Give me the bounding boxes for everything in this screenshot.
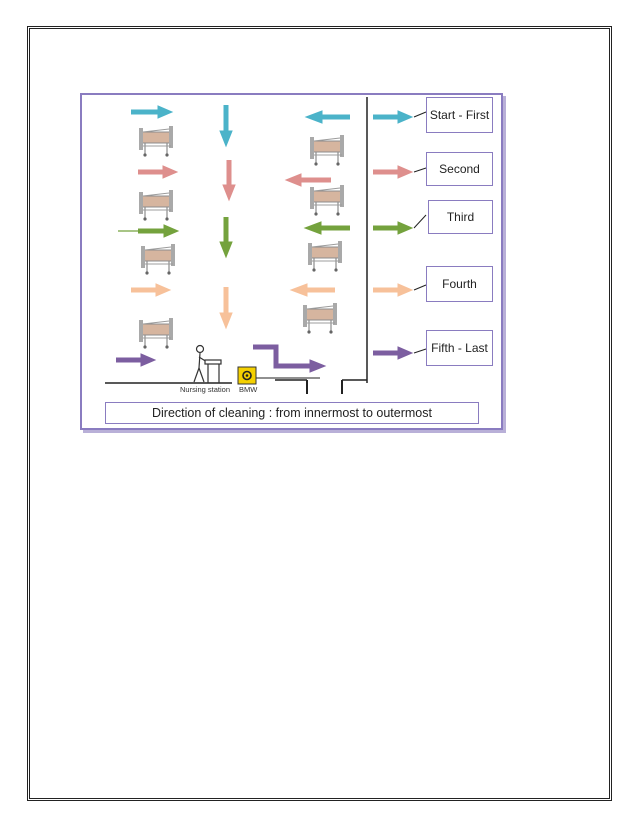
arrow-group-fifth: [116, 344, 414, 373]
bed-icon: [140, 243, 176, 276]
arrow-group-second: [138, 160, 414, 202]
legend-label: Second: [439, 162, 480, 176]
diagram-caption: Direction of cleaning : from innermost t…: [105, 402, 479, 424]
arrow-group-first: [131, 105, 414, 148]
bed-icon: [309, 184, 345, 217]
page-frame: [27, 26, 612, 801]
legend-start-first: Start - First: [426, 97, 493, 133]
bmw-label: BMW: [239, 385, 258, 394]
legend-label: Fifth - Last: [431, 341, 488, 355]
arrow-group-fourth: [131, 283, 414, 330]
nursing-station-label: Nursing station: [180, 385, 231, 394]
bed-icon: [138, 317, 174, 350]
biohazard-icon: [237, 366, 257, 385]
legend-second: Second: [426, 152, 493, 186]
bed-icon: [138, 189, 174, 222]
legend-label: Third: [446, 210, 475, 224]
legend-fourth: Fourth: [426, 266, 493, 302]
arrow-group-third: [118, 217, 414, 259]
caption-text: Direction of cleaning : from innermost t…: [152, 406, 432, 420]
bed-icon: [302, 302, 338, 335]
bed-icon: [309, 134, 345, 167]
legend-label: Start - First: [429, 108, 490, 122]
legend-label: Fourth: [442, 277, 477, 291]
bed-icon: [138, 125, 174, 158]
nurse-icon: [193, 344, 222, 383]
legend-fifth-last: Fifth - Last: [426, 330, 493, 366]
bed-icon: [307, 240, 343, 273]
legend-third: Third: [428, 200, 493, 234]
